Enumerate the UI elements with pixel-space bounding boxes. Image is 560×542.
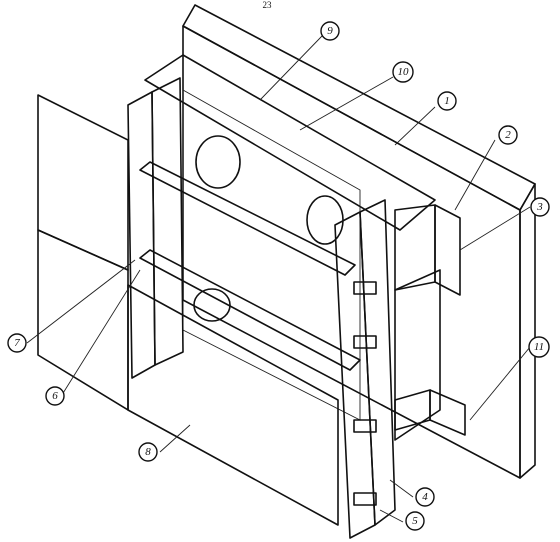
callout-11-label: 11 xyxy=(534,341,544,353)
callout-11: 11 xyxy=(528,336,550,358)
right-vertical-keel xyxy=(334,199,396,539)
callout-3-label: 3 xyxy=(536,201,543,213)
callout-10-label: 10 xyxy=(398,66,410,78)
callout-2: 2 xyxy=(498,125,518,145)
page-number: 23 xyxy=(263,0,273,10)
callout-4-label: 4 xyxy=(422,491,428,503)
facade-panels xyxy=(37,94,339,526)
callout-1-label: 1 xyxy=(444,95,450,107)
callout-8-label: 8 xyxy=(145,446,151,458)
callout-6: 6 xyxy=(45,386,65,406)
callout-5-label: 5 xyxy=(412,515,418,527)
callout-3: 3 xyxy=(530,197,550,217)
callout-7-label: 7 xyxy=(14,337,20,349)
horizontal-rails xyxy=(139,161,361,371)
callout-9: 9 xyxy=(320,21,340,41)
wall-bracket-upper xyxy=(394,204,461,296)
wall-bracket-lower xyxy=(394,389,466,436)
callout-1: 1 xyxy=(437,91,457,111)
callout-9-label: 9 xyxy=(327,25,333,37)
callout-5: 5 xyxy=(405,511,425,531)
callout-4: 4 xyxy=(415,487,435,507)
wall-block xyxy=(182,4,536,479)
leader-lines xyxy=(26,35,531,523)
callout-8: 8 xyxy=(138,442,158,462)
callout-7: 7 xyxy=(7,333,27,353)
callout-2-label: 2 xyxy=(505,129,511,141)
panel-clips xyxy=(353,281,377,506)
callout-6-label: 6 xyxy=(52,390,58,402)
callout-10: 10 xyxy=(392,61,414,83)
anchor-discs xyxy=(193,135,344,322)
left-vertical-keel xyxy=(127,77,184,379)
